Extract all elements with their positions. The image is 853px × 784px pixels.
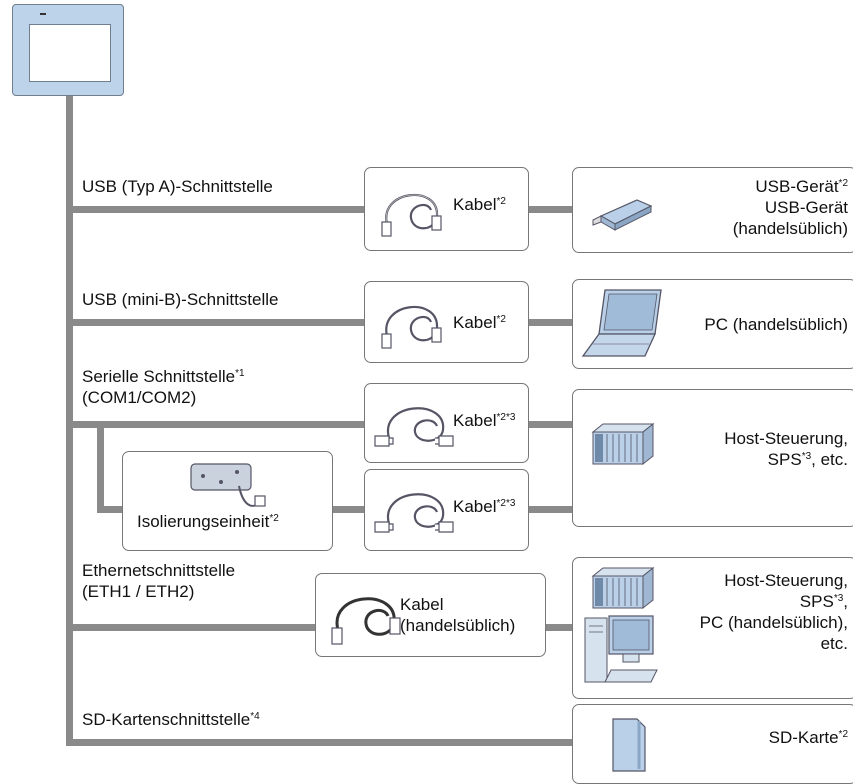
label-usb-mini: USB (mini-B)-Schnittstelle bbox=[82, 290, 279, 309]
device-box-usb: USB-Gerät*2 USB-Gerät (handelsüblich) bbox=[572, 167, 853, 253]
bus-usb-a bbox=[66, 206, 364, 213]
serial-cable-icon bbox=[374, 407, 454, 447]
hmi-led bbox=[40, 13, 46, 15]
bus-serial2-out bbox=[529, 506, 572, 513]
device-box-host-ethernet: Host-Steuerung, SPS*3, PC (handelsüblich… bbox=[572, 557, 853, 699]
bus-isolation-cable bbox=[333, 506, 364, 513]
plc-icon bbox=[591, 422, 655, 466]
bus-serial-branch-v bbox=[97, 421, 104, 513]
usb-cable-icon bbox=[381, 193, 442, 237]
bus-ethernet bbox=[66, 624, 315, 631]
label-serial: Serielle Schnittstelle*1 (COM1/COM2) bbox=[82, 367, 245, 407]
sd-card-icon bbox=[612, 718, 646, 772]
cable-box-serial-2: Kabel*2*3 bbox=[364, 469, 529, 551]
device-label-pc: PC (handelsüblich) bbox=[704, 315, 848, 334]
bus-serial bbox=[66, 421, 364, 428]
bus-sd bbox=[66, 739, 572, 746]
device-box-pc: PC (handelsüblich) bbox=[572, 279, 853, 369]
bus-usb-mini-out bbox=[529, 319, 572, 326]
bus-usb-a-out bbox=[529, 206, 572, 213]
usb-stick-icon bbox=[592, 199, 653, 231]
bus-serial-out bbox=[529, 421, 572, 428]
hmi-panel bbox=[12, 4, 124, 96]
device-box-sd: SD-Karte*2 bbox=[572, 704, 853, 784]
cable-label-serial-2: Kabel*2*3 bbox=[453, 497, 516, 516]
cable-box-serial-1: Kabel*2*3 bbox=[364, 383, 529, 463]
device-label-host-ethernet: Host-Steuerung, SPS*3, PC (handelsüblich… bbox=[699, 571, 848, 653]
serial-cable-icon bbox=[374, 493, 454, 533]
device-label-sd: SD-Karte*2 bbox=[768, 728, 848, 747]
cable-label-usb-a: Kabel*2 bbox=[453, 195, 506, 214]
label-sd: SD-Kartenschnittstelle*4 bbox=[82, 710, 260, 729]
device-label-usb: USB-Gerät*2 USB-Gerät (handelsüblich) bbox=[732, 177, 848, 238]
laptop-icon bbox=[581, 289, 662, 357]
label-ethernet: Ethernetschnittstelle (ETH1 / ETH2) bbox=[82, 561, 236, 601]
cable-box-usb-a: Kabel*2 bbox=[364, 167, 529, 251]
isolation-unit-label: Isolierungseinheit*2 bbox=[137, 512, 279, 531]
cable-label-serial-1: Kabel*2*3 bbox=[453, 411, 516, 430]
bus-serial-branch-h bbox=[97, 506, 122, 513]
usb-cable-icon bbox=[381, 305, 442, 349]
device-label-host-serial: Host-Steuerung, SPS*3, etc. bbox=[724, 429, 848, 469]
cable-box-usb-mini: Kabel*2 bbox=[364, 281, 529, 363]
ethernet-cable-icon bbox=[331, 597, 401, 645]
label-usb-a: USB (Typ A)-Schnittstelle bbox=[82, 177, 273, 196]
desktop-pc-icon bbox=[584, 615, 658, 683]
cable-label-usb-mini: Kabel*2 bbox=[453, 313, 506, 332]
bus-ethernet-out bbox=[546, 624, 572, 631]
bus-usb-mini bbox=[66, 319, 364, 326]
plc-icon bbox=[591, 566, 655, 610]
cable-box-ethernet: Kabel (handelsüblich) bbox=[315, 573, 546, 657]
isolation-unit-box: Isolierungseinheit*2 bbox=[122, 451, 333, 551]
hmi-screen bbox=[29, 24, 111, 82]
cable-label-ethernet: Kabel (handelsüblich) bbox=[400, 595, 516, 635]
isolation-unit-icon bbox=[190, 463, 266, 507]
device-box-host-serial: Host-Steuerung, SPS*3, etc. bbox=[572, 389, 853, 527]
